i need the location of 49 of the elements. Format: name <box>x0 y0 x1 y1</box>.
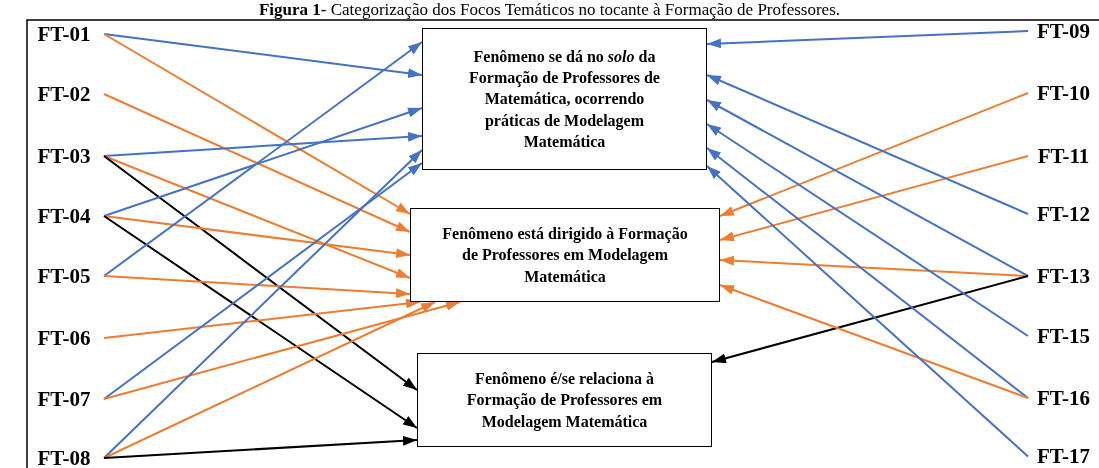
code-label: FT-12 <box>1028 201 1099 227</box>
arrow <box>103 131 423 157</box>
arrow <box>706 147 1029 399</box>
arrow <box>103 298 421 339</box>
category-box <box>422 28 707 170</box>
arrow <box>706 30 1029 49</box>
code-label: FT-07 <box>24 386 104 412</box>
arrow <box>103 33 423 79</box>
category-text: Fenômeno está dirigido à Formação de Professores em Modelagem Matemática <box>441 224 689 287</box>
arrow <box>103 93 411 233</box>
arrow <box>103 435 418 459</box>
arrow <box>706 99 1029 277</box>
category-text: Fenômeno é/se relaciona à Formação de Professores em Modelagem Matemática <box>465 369 664 432</box>
arrow <box>103 215 418 429</box>
code-label: FT-13 <box>1028 263 1099 289</box>
arrow <box>103 301 436 459</box>
category-box <box>410 208 720 302</box>
arrow <box>103 149 423 459</box>
arrow <box>103 33 411 215</box>
code-label: FT-15 <box>1028 323 1099 349</box>
arrow <box>103 275 411 299</box>
code-label: FT-06 <box>24 325 104 351</box>
category-text: Fenômeno se dá no solo da Formação de Professores de Matemática, ocorrendo práticas de Modelagem Matemática <box>468 47 661 152</box>
category-box <box>417 353 712 447</box>
arrow <box>706 165 1029 458</box>
code-label: FT-02 <box>24 81 104 107</box>
code-label: FT-17 <box>1028 445 1099 468</box>
code-label: FT-03 <box>24 143 104 169</box>
arrow <box>103 215 411 259</box>
arrow <box>719 92 1029 217</box>
code-label: FT-04 <box>24 203 104 229</box>
arrow <box>711 275 1029 364</box>
arrow <box>706 74 1029 215</box>
arrow <box>706 123 1029 337</box>
code-label: FT-11 <box>1028 143 1099 169</box>
code-label: FT-08 <box>24 447 104 468</box>
arrow <box>103 155 411 279</box>
code-label: FT-09 <box>1028 18 1099 44</box>
arrow <box>719 255 1029 277</box>
arrow <box>719 284 1029 399</box>
code-label: FT-10 <box>1028 80 1099 106</box>
arrow <box>103 41 423 277</box>
figure-title: Figura 1- Categorização dos Focos Temáticos no tocante à Formação de Professores. <box>257 0 842 19</box>
code-label: FT-16 <box>1028 385 1099 411</box>
code-label: FT-05 <box>24 263 104 289</box>
code-label: FT-01 <box>24 21 104 47</box>
arrow <box>103 300 461 400</box>
arrow <box>719 155 1029 242</box>
arrow <box>103 107 423 217</box>
